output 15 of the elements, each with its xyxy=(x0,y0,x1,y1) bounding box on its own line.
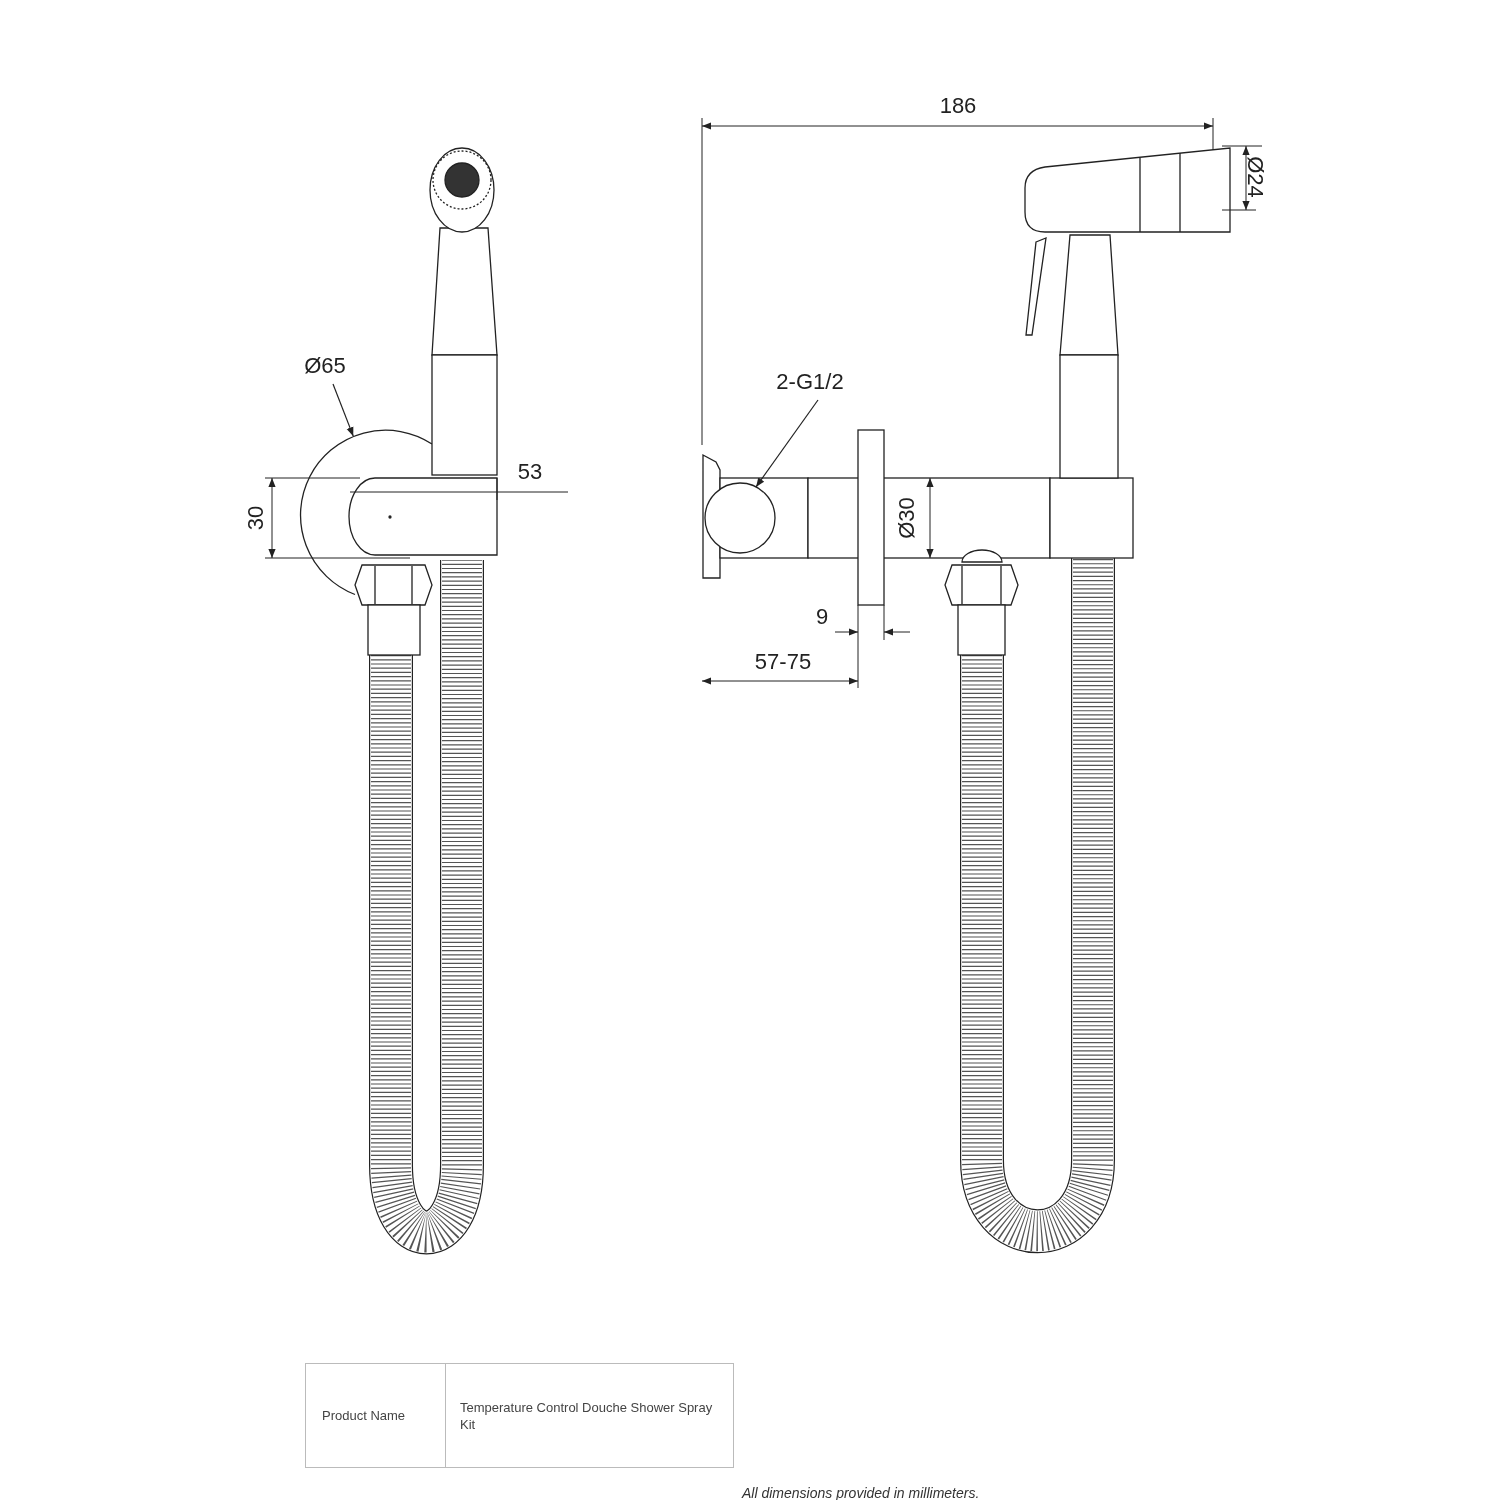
leader-line xyxy=(332,383,354,437)
dimension-label: 57-75 xyxy=(753,648,813,676)
leader-line xyxy=(755,399,819,488)
dimension-label: 186 xyxy=(938,92,978,120)
dimension-label: Ø24 xyxy=(1242,155,1269,200)
dimension-label: 53 xyxy=(516,458,544,486)
table-cell: Product Name xyxy=(306,1364,446,1467)
dimension-label: 9 xyxy=(814,603,830,631)
wall-plate-outline xyxy=(299,429,433,596)
dimension-label: Ø30 xyxy=(893,496,920,541)
table-cell-text: Temperature Control Douche Shower Spray Kit xyxy=(459,1398,714,1434)
callout-label: Ø65 xyxy=(290,350,360,382)
dimension-label: 30 xyxy=(242,504,269,533)
callout-label: 2-G1/2 xyxy=(762,366,858,398)
note-text: All dimensions provided in millimeters. xyxy=(742,1484,981,1500)
